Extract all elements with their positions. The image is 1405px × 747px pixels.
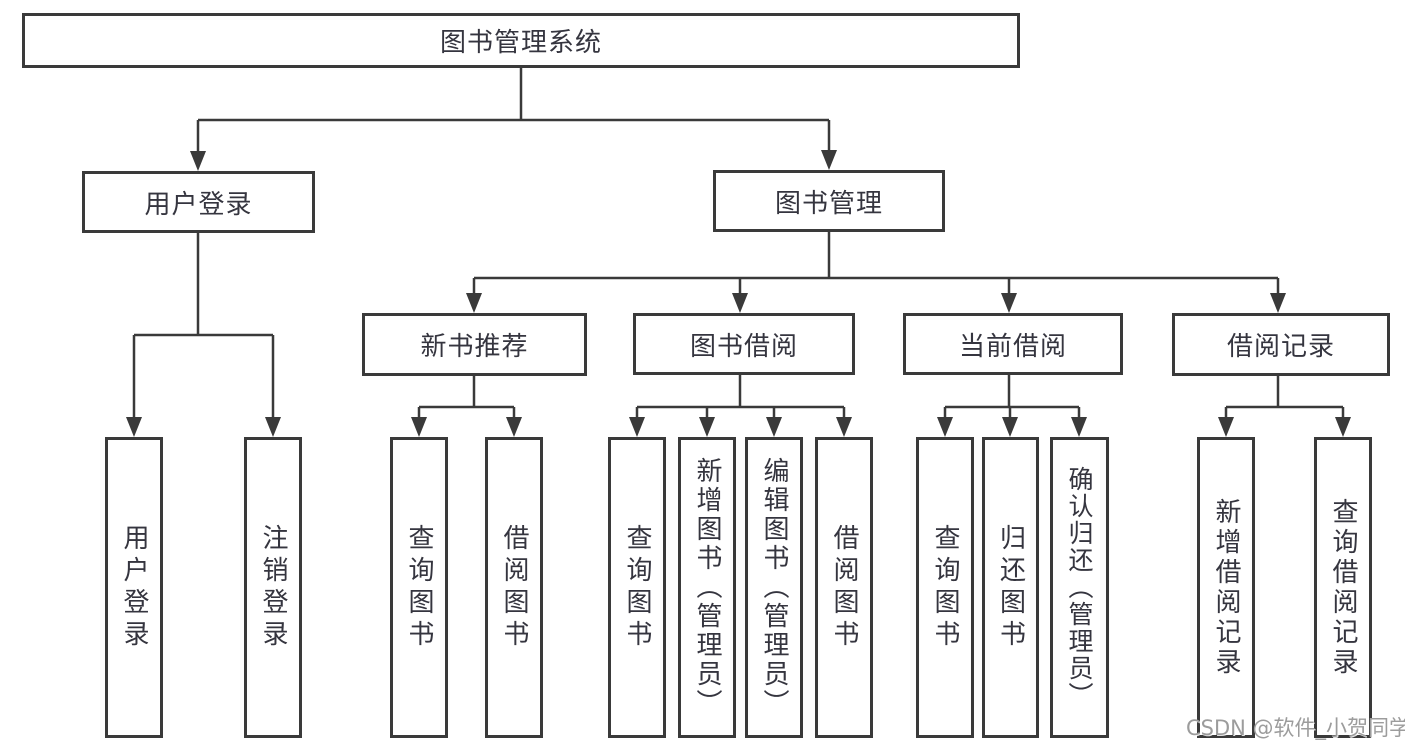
node-label: 查询图书 xyxy=(622,523,652,652)
arrow-icon xyxy=(1001,293,1017,313)
node-label: 借阅记录 xyxy=(1226,332,1335,362)
node-label: 查询图书 xyxy=(930,523,960,652)
node-label: 确认归还（管理员） xyxy=(1065,466,1094,709)
node-label: 查询借阅记录 xyxy=(1328,497,1358,678)
node-current-borrowing: 当前借阅 xyxy=(903,313,1123,375)
node-label: 查询图书 xyxy=(404,523,434,652)
arrowheads xyxy=(126,150,1351,437)
arrow-icon xyxy=(466,293,482,313)
arrow-icon xyxy=(629,417,645,437)
node-leaf-borrowing-query-books: 查询图书 xyxy=(608,437,666,738)
arrow-icon xyxy=(766,417,782,437)
arrow-icon xyxy=(732,293,748,313)
node-book-borrowing: 图书借阅 xyxy=(633,313,855,375)
arrow-icon xyxy=(1071,417,1087,437)
node-leaf-return-books: 归还图书 xyxy=(982,437,1039,738)
arrow-icon xyxy=(1335,417,1351,437)
node-label: 归还图书 xyxy=(995,523,1026,652)
node-label: 图书管理系统 xyxy=(439,28,602,58)
node-leaf-current-query-books: 查询图书 xyxy=(916,437,974,738)
node-label: 借阅图书 xyxy=(499,523,529,652)
node-label: 当前借阅 xyxy=(958,331,1067,362)
node-book-management: 图书管理 xyxy=(713,170,945,232)
node-label: 编辑图书（管理员） xyxy=(759,457,789,718)
node-label: 图书管理 xyxy=(774,188,883,219)
node-label: 新增图书（管理员） xyxy=(692,457,722,718)
node-leaf-borrowing-borrow-books: 借阅图书 xyxy=(815,437,873,738)
node-leaf-add-books-admin: 新增图书（管理员） xyxy=(678,437,736,738)
arrow-icon xyxy=(836,417,852,437)
arrow-icon xyxy=(1270,293,1286,313)
arrow-icon xyxy=(699,417,715,437)
node-new-book-recommend: 新书推荐 xyxy=(362,313,587,376)
csdn-watermark: CSDN @软件_小贺同学 xyxy=(1186,716,1405,740)
arrow-icon xyxy=(411,417,427,437)
arrow-icon xyxy=(190,151,206,171)
node-leaf-recommend-query-books: 查询图书 xyxy=(390,437,448,738)
node-label: 新增借阅记录 xyxy=(1211,497,1241,678)
node-label: 注销登录 xyxy=(258,523,288,652)
arrow-icon xyxy=(1002,417,1018,437)
connector-paths xyxy=(132,68,1345,421)
node-leaf-confirm-return-admin: 确认归还（管理员） xyxy=(1050,437,1109,738)
node-leaf-add-borrow-record: 新增借阅记录 xyxy=(1197,437,1255,738)
node-leaf-user-login: 用户登录 xyxy=(105,437,163,738)
node-leaf-query-borrow-record: 查询借阅记录 xyxy=(1314,437,1372,738)
node-label: 借阅图书 xyxy=(829,523,859,652)
arrow-icon xyxy=(265,417,281,437)
arrow-icon xyxy=(126,417,142,437)
node-label: 用户登录 xyxy=(119,523,149,652)
node-borrowing-records: 借阅记录 xyxy=(1172,313,1390,376)
arrow-icon xyxy=(1218,417,1234,437)
node-leaf-edit-books-admin: 编辑图书（管理员） xyxy=(745,437,803,738)
node-label: 新书推荐 xyxy=(420,332,529,362)
node-label: 图书借阅 xyxy=(689,331,798,362)
arrow-icon xyxy=(821,150,837,170)
node-label: 用户登录 xyxy=(144,189,253,220)
node-user-login: 用户登录 xyxy=(82,171,315,233)
arrow-icon xyxy=(506,417,522,437)
node-leaf-recommend-borrow-books: 借阅图书 xyxy=(485,437,543,738)
node-leaf-logout: 注销登录 xyxy=(244,437,302,738)
node-library-management-system: 图书管理系统 xyxy=(22,13,1020,68)
arrow-icon xyxy=(937,417,953,437)
